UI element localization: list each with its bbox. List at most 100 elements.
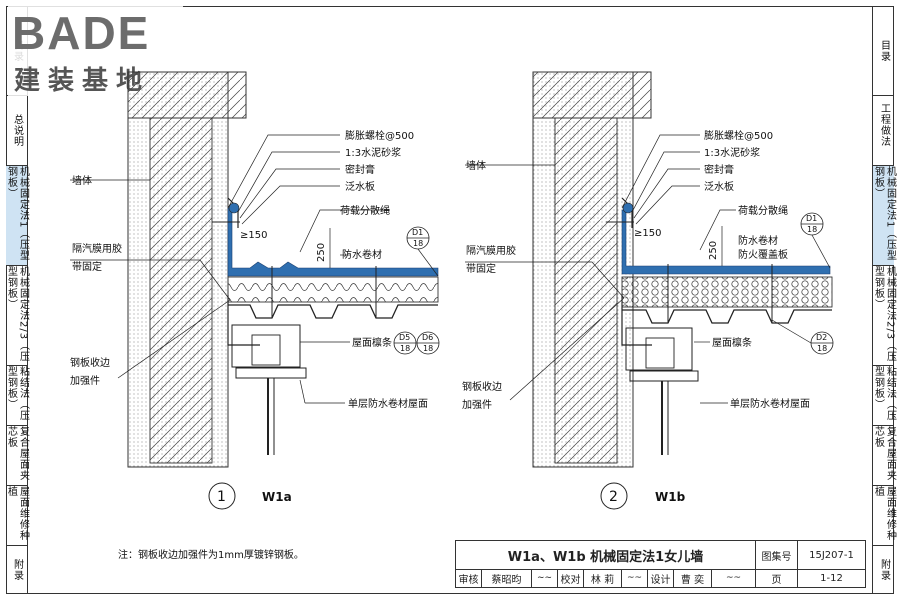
label-wall-2: 墙体 bbox=[466, 159, 486, 172]
page-label: 页 bbox=[756, 569, 798, 587]
label-mortar-1: 1:3水泥砂浆 bbox=[345, 146, 401, 159]
label-waterproof-2: 防水卷材 bbox=[738, 234, 778, 247]
review-label: 审核 bbox=[456, 569, 482, 587]
waterproof-membrane-2 bbox=[621, 209, 831, 275]
label-load-strip-2: 荷载分散绳 bbox=[738, 204, 788, 217]
atlas-number: 15J207-1 bbox=[809, 549, 854, 561]
purlin-1 bbox=[231, 324, 301, 368]
svg-text:D2: D2 bbox=[816, 333, 827, 342]
parapet-cap-2 bbox=[532, 71, 652, 119]
right-tab-sandwich[interactable]: 复合屋面夹芯板 bbox=[873, 426, 896, 486]
sheet-title: W1a、W1b 机械固定法1女儿墙 bbox=[456, 541, 756, 569]
right-tab-method1[interactable]: 机械固定法1（压型钢板） bbox=[873, 166, 896, 266]
dim-150-2: ≥150 bbox=[634, 228, 661, 239]
detail-code-2: W1b bbox=[655, 490, 686, 504]
label-stiffener-1: 钢板收边 bbox=[70, 356, 110, 369]
left-tab-method1[interactable]: 机械固定法1（压型钢板） bbox=[6, 166, 29, 266]
ref-D6-1[interactable]: D6 18 bbox=[416, 331, 440, 355]
insulation-2 bbox=[621, 276, 833, 308]
label-sealant-1: 密封膏 bbox=[345, 163, 375, 176]
dim-150-1: ≥150 bbox=[240, 230, 267, 241]
label-wall-1: 墙体 bbox=[72, 174, 92, 187]
wall-core-2 bbox=[554, 117, 618, 464]
label-stiffener-2b: 加强件 bbox=[462, 399, 492, 411]
svg-text:18: 18 bbox=[423, 344, 433, 353]
left-tab-sandwich[interactable]: 复合屋面夹芯板 bbox=[6, 426, 29, 486]
right-tab-repair[interactable]: 屋面维修种植 bbox=[873, 486, 896, 546]
ref-D5-1[interactable]: D5 18 bbox=[393, 331, 417, 355]
dim-250-2: 250 bbox=[708, 241, 719, 260]
label-load-strip-1: 荷载分散绳 bbox=[340, 204, 390, 217]
label-stiffener-2: 钢板收边 bbox=[462, 380, 502, 393]
insulation-1 bbox=[227, 276, 439, 303]
brand-subtitle: 建装基地 bbox=[14, 66, 151, 96]
label-stiffener-1b: 加强件 bbox=[70, 375, 100, 387]
label-mortar-2: 1:3水泥砂浆 bbox=[704, 146, 760, 159]
right-tab-appendix[interactable]: 附录 bbox=[878, 559, 890, 581]
right-tab-practice[interactable]: 工程做法 bbox=[878, 103, 890, 147]
label-purlin-1: 屋面檩条 bbox=[352, 336, 392, 349]
left-tab-repair[interactable]: 屋面维修种植 bbox=[6, 486, 29, 546]
detail-code-1: W1a bbox=[262, 490, 292, 504]
right-tab-adhesive[interactable]: 粘结法（压型钢板） bbox=[873, 366, 896, 426]
svg-text:18: 18 bbox=[400, 344, 410, 353]
label-single-layer-1: 单层防水卷材屋面 bbox=[348, 397, 428, 410]
svg-text:18: 18 bbox=[817, 344, 827, 353]
atlas-label: 图集号 bbox=[756, 541, 798, 569]
purlin-2 bbox=[625, 327, 693, 371]
dim-250-1: 250 bbox=[316, 243, 327, 262]
checker-name: 林 莉 bbox=[584, 569, 622, 587]
label-bolt-2: 膨胀螺栓@500 bbox=[704, 129, 773, 142]
design-label: 设计 bbox=[648, 569, 674, 587]
right-nav: 目录 工程做法 总说明 机械固定法1（压型钢板） 机械固定法2/3（压型钢板） … bbox=[872, 6, 896, 594]
steel-deck-1 bbox=[228, 304, 438, 319]
svg-text:18: 18 bbox=[413, 239, 423, 248]
detail-2: 250 ≥150 膨胀螺栓@500 1:3水泥砂浆 密封膏 泛水板 荷载分散绳 … bbox=[462, 71, 834, 510]
reviewer-name: 蔡昭昀 bbox=[482, 569, 532, 587]
label-vapor-2: 隔汽膜用胶 bbox=[466, 244, 516, 257]
label-vapor-2b: 带固定 bbox=[466, 262, 496, 275]
parapet-cap-1 bbox=[127, 71, 247, 119]
check-label: 校对 bbox=[558, 569, 584, 587]
detail-number-circle-1 bbox=[208, 482, 236, 510]
page-number: 1-12 bbox=[820, 572, 843, 584]
label-fire-cover-2: 防火覆盖板 bbox=[738, 248, 788, 261]
label-sealant-2: 密封膏 bbox=[704, 163, 734, 176]
svg-text:18: 18 bbox=[807, 225, 817, 234]
left-tab-appendix[interactable]: 附录 bbox=[11, 559, 23, 581]
svg-text:D6: D6 bbox=[422, 333, 433, 342]
waterproof-membrane-1 bbox=[227, 207, 439, 277]
right-tab-method23[interactable]: 机械固定法2/3（压型钢板） bbox=[873, 266, 896, 366]
svg-text:D1: D1 bbox=[806, 214, 817, 223]
drawing-frame bbox=[6, 6, 894, 594]
title-block: W1a、W1b 机械固定法1女儿墙 图集号 15J207-1 审核 蔡昭昀 ~~… bbox=[455, 540, 866, 588]
brand-name: BADE bbox=[12, 7, 151, 59]
left-tab-general[interactable]: 总说明 bbox=[6, 96, 27, 166]
label-bolt-1: 膨胀螺栓@500 bbox=[345, 129, 414, 142]
designer-name: 曹 奕 bbox=[674, 569, 712, 587]
ref-D2-2[interactable]: D2 18 bbox=[810, 331, 834, 355]
label-purlin-2: 屋面檩条 bbox=[712, 336, 752, 349]
designer-signature: ~~ bbox=[712, 569, 756, 587]
ref-D1-1[interactable]: D1 18 bbox=[406, 226, 430, 250]
wall-core-1 bbox=[149, 117, 213, 464]
svg-text:D5: D5 bbox=[399, 333, 410, 342]
detail-number-circle-2 bbox=[600, 482, 628, 510]
footnote: 注：钢板收边加强件为1mm厚镀锌钢板。 bbox=[118, 550, 304, 561]
detail-number-2: 2 bbox=[609, 489, 618, 505]
detail-number-1: 1 bbox=[217, 489, 226, 505]
label-flashing-1: 泛水板 bbox=[345, 180, 375, 193]
detail-1: 250 ≥150 膨胀螺栓@500 1:3水泥砂浆 密封膏 泛水板 荷载分散绳 … bbox=[70, 71, 440, 510]
svg-text:D1: D1 bbox=[412, 228, 423, 237]
reviewer-signature: ~~ bbox=[532, 569, 558, 587]
left-tab-method23[interactable]: 机械固定法2/3（压型钢板） bbox=[6, 266, 29, 366]
ref-D1-2[interactable]: D1 18 bbox=[800, 212, 824, 236]
label-flashing-2: 泛水板 bbox=[704, 180, 734, 193]
label-single-layer-2: 单层防水卷材屋面 bbox=[730, 397, 810, 410]
right-tab-contents[interactable]: 目录 bbox=[873, 6, 894, 96]
right-tab-general[interactable]: 总说明 bbox=[873, 154, 894, 166]
label-vapor-1: 隔汽膜用胶 bbox=[72, 242, 122, 255]
label-waterproof-1: 防水卷材 bbox=[342, 248, 382, 261]
left-tab-adhesive[interactable]: 粘结法（压型钢板） bbox=[6, 366, 29, 426]
